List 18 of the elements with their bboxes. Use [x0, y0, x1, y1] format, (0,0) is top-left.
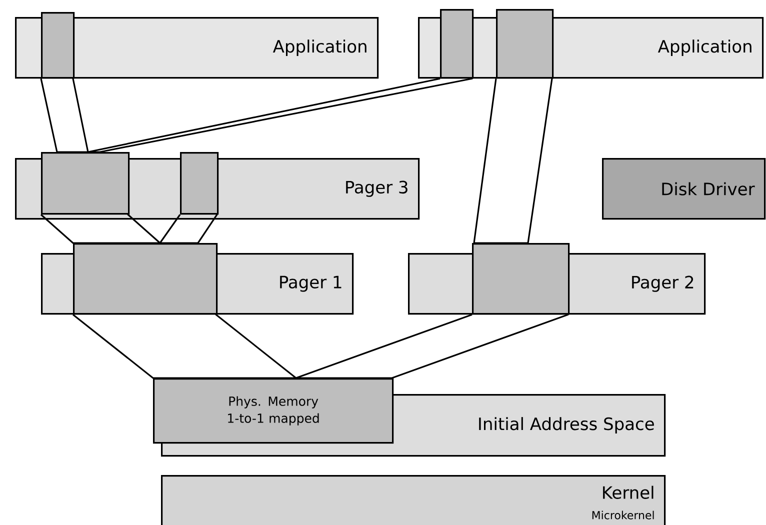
memory-region	[41, 152, 130, 215]
application-band: Application	[15, 17, 379, 79]
memory-box: Phys. Memory 1-to-1 mapped	[153, 378, 394, 444]
memory-region	[472, 243, 570, 315]
mapping-band	[295, 314, 569, 379]
memory-region	[180, 152, 219, 215]
memory-region	[73, 243, 218, 315]
mapping-band	[40, 78, 89, 153]
kernel-band: Kernel Microkernel	[161, 475, 666, 525]
mapping-band	[473, 78, 553, 244]
mapping-band	[40, 214, 161, 244]
disk-driver-box: Disk Driver	[602, 158, 766, 220]
memory-region	[41, 12, 75, 79]
mapping-band	[72, 314, 297, 379]
mapping-band	[87, 78, 473, 153]
memory-region	[440, 9, 474, 79]
memory-region	[496, 9, 554, 79]
mapping-band	[159, 214, 218, 244]
